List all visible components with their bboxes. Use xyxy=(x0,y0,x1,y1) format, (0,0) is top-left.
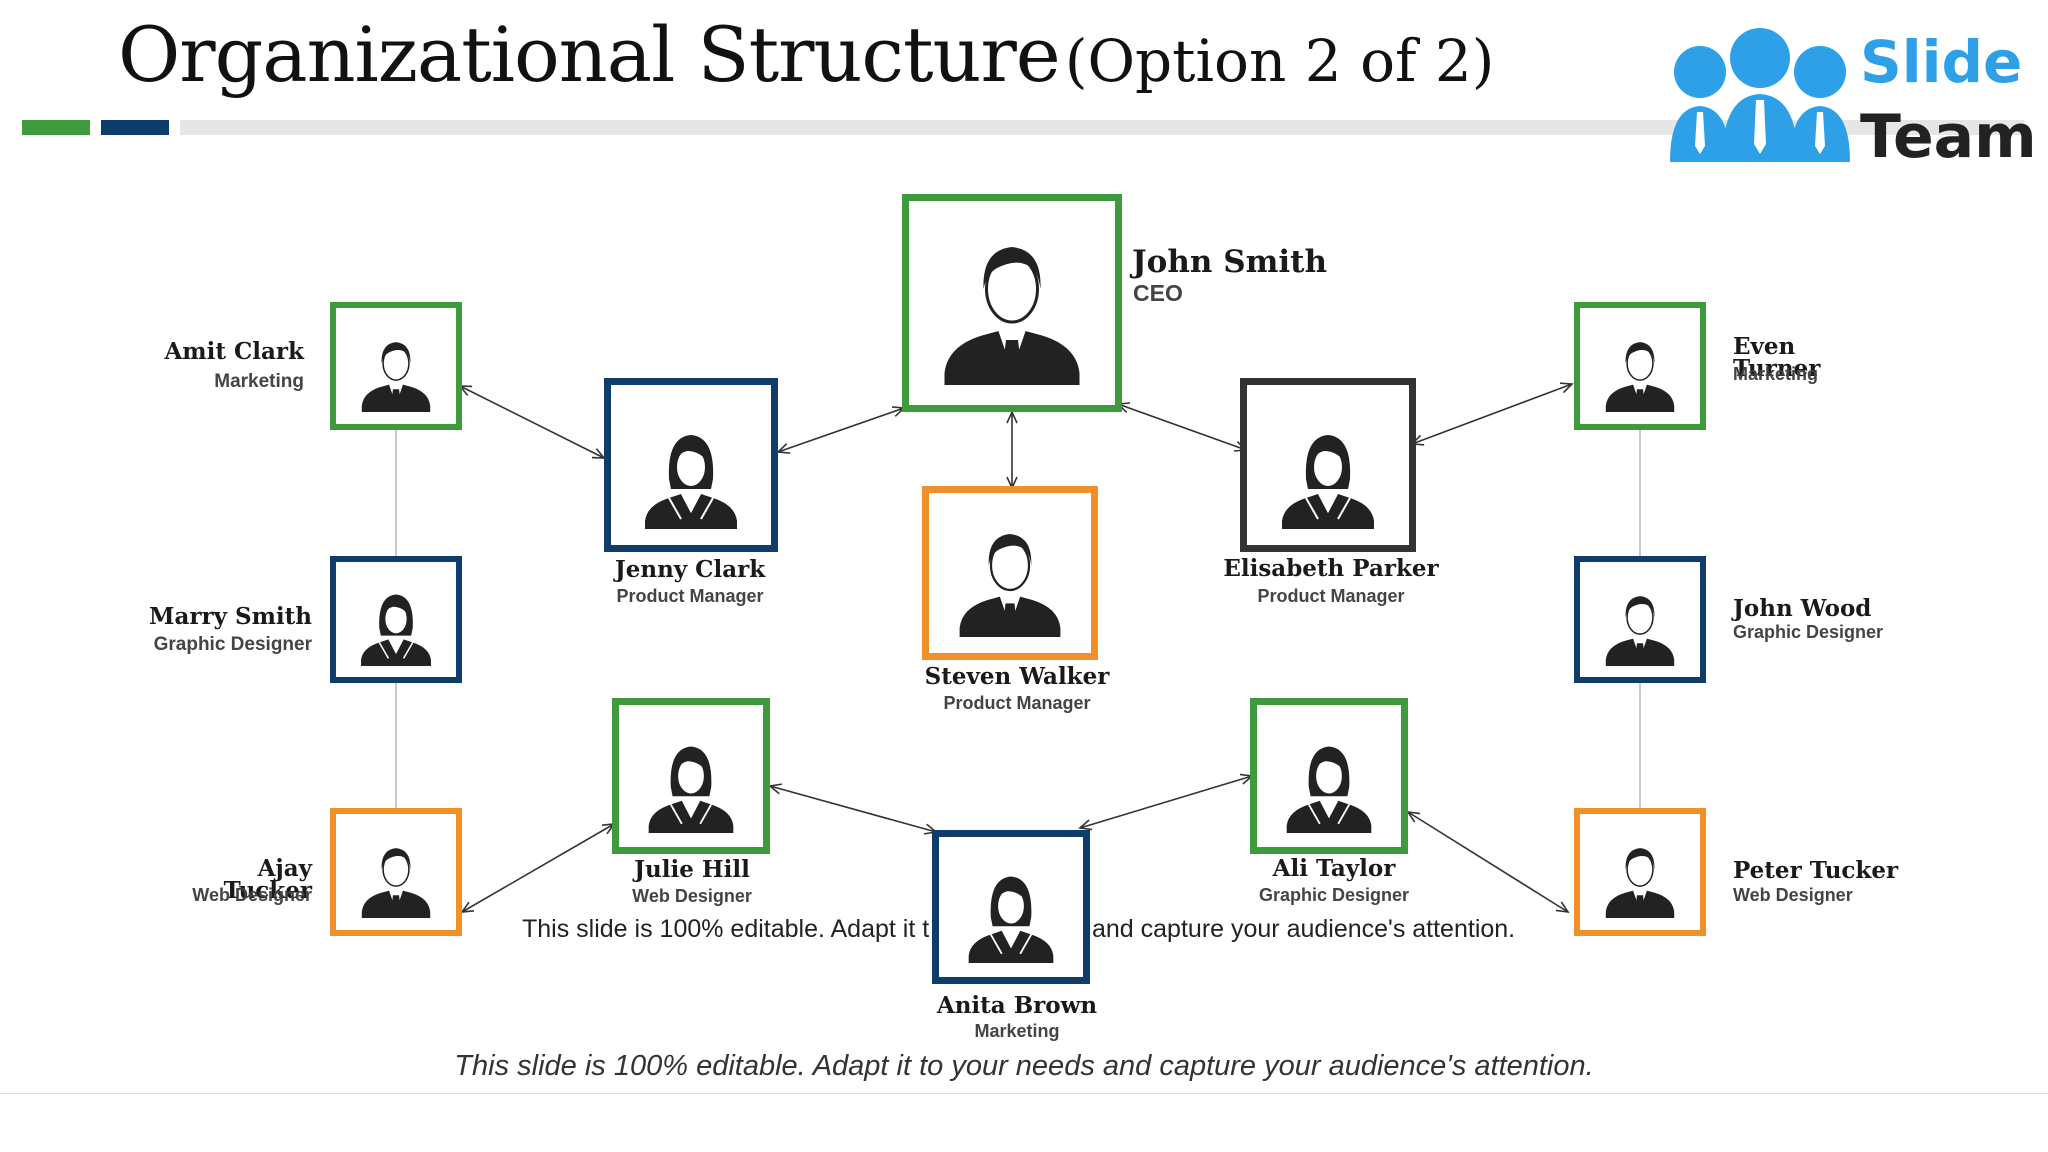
julie-hill-name: Julie Hill xyxy=(634,856,750,883)
avatar-peter-tucker xyxy=(1574,808,1706,936)
ceo-role: CEO xyxy=(1133,280,1183,306)
avatar-jenny-clark xyxy=(604,378,778,552)
peter-tucker-name: Peter Tucker xyxy=(1733,857,1899,884)
accent-bar-navy xyxy=(101,120,169,135)
editable-note-right: and capture your audience's attention. xyxy=(1092,915,1516,943)
marry-smith-role: Graphic Designer xyxy=(153,634,312,655)
john-wood-role: Graphic Designer xyxy=(1733,622,1884,642)
logo-word-slide: Slide xyxy=(1860,28,2023,96)
arrow-ajay-julie xyxy=(460,823,616,913)
amit-clark-name: Amit Clark xyxy=(164,338,304,365)
julie-hill-role: Web Designer xyxy=(632,886,752,906)
avatar-steven-walker xyxy=(922,486,1098,660)
anita-brown-name: Anita Brown xyxy=(936,992,1098,1019)
amit-clark-role: Marketing xyxy=(214,371,304,392)
arrow-jenny-ceo xyxy=(776,406,906,454)
ali-taylor-name: Ali Taylor xyxy=(1272,855,1396,882)
male-person-icon xyxy=(361,848,431,919)
ali-taylor-role: Graphic Designer xyxy=(1258,885,1410,905)
avatar-john-wood xyxy=(1574,556,1706,683)
even-turner-name: Even Turner xyxy=(1733,333,1821,382)
avatar-ceo-john-smith xyxy=(902,194,1122,412)
female-person-icon xyxy=(648,746,734,833)
avatar-ajay-tucker xyxy=(330,808,462,936)
even-turner-role: Marketing xyxy=(1733,364,1819,384)
elisabeth-parker-name: Elisabeth Parker xyxy=(1223,555,1439,582)
ajay-tucker-role: Web Designer xyxy=(192,885,312,905)
slideteam-logo: Slide Team xyxy=(1660,22,2037,172)
arrow-anita-ali xyxy=(1078,773,1254,831)
title-option: (Option 2 of 2) xyxy=(1064,27,1495,95)
ajay-tucker-name: Ajay Tucker xyxy=(223,855,312,904)
male-person-icon xyxy=(1605,848,1675,919)
avatar-julie-hill xyxy=(612,698,770,854)
male-person-icon xyxy=(1605,595,1675,666)
male-person-icon xyxy=(361,342,431,413)
arrow-ceo-elisabeth xyxy=(1116,402,1248,452)
jenny-clark-role: Product Manager xyxy=(616,586,764,606)
team-people-icon xyxy=(1670,28,1850,162)
avatar-amit-clark xyxy=(330,302,462,430)
avatar-anita-brown xyxy=(932,830,1090,984)
title-underline xyxy=(180,120,2024,135)
male-person-icon xyxy=(959,533,1061,637)
female-person-icon xyxy=(1282,435,1374,529)
elisabeth-parker-role: Product Manager xyxy=(1257,586,1405,606)
avatar-elisabeth-parker xyxy=(1240,378,1416,552)
page-title: Organizational Structure (Option 2 of 2) xyxy=(118,10,1494,99)
marry-smith-name: Marry Smith xyxy=(149,603,312,630)
accent-bar-green xyxy=(22,120,90,135)
title-main: Organizational Structure xyxy=(118,10,1061,99)
avatar-marry-smith xyxy=(330,556,462,683)
female-person-icon xyxy=(361,594,431,666)
footer-divider xyxy=(0,1093,2048,1094)
steven-walker-role: Product Manager xyxy=(943,693,1091,713)
john-wood-name: John Wood xyxy=(1733,595,1872,622)
female-person-icon xyxy=(645,435,737,529)
peter-tucker-role: Web Designer xyxy=(1733,885,1853,905)
footer-note: This slide is 100% editable. Adapt it to… xyxy=(454,1050,1594,1082)
arrow-ali-peter xyxy=(1406,810,1570,914)
editable-note-left: This slide is 100% editable. Adapt it t xyxy=(522,915,930,943)
anita-brown-role: Marketing xyxy=(974,1021,1060,1041)
arrow-julie-anita xyxy=(768,783,938,835)
arrow-amit-jenny xyxy=(458,385,606,459)
male-person-icon xyxy=(1605,342,1675,413)
ceo-name: John Smith xyxy=(1132,244,1328,280)
male-person-icon xyxy=(944,246,1080,385)
steven-walker-name: Steven Walker xyxy=(924,663,1110,690)
avatar-even-turner xyxy=(1574,302,1706,430)
avatar-ali-taylor xyxy=(1250,698,1408,854)
female-person-icon xyxy=(968,876,1054,963)
logo-word-team: Team xyxy=(1860,102,2037,172)
arrow-elisabeth-even xyxy=(1410,382,1574,446)
female-person-icon xyxy=(1286,746,1372,833)
jenny-clark-name: Jenny Clark xyxy=(614,556,766,583)
